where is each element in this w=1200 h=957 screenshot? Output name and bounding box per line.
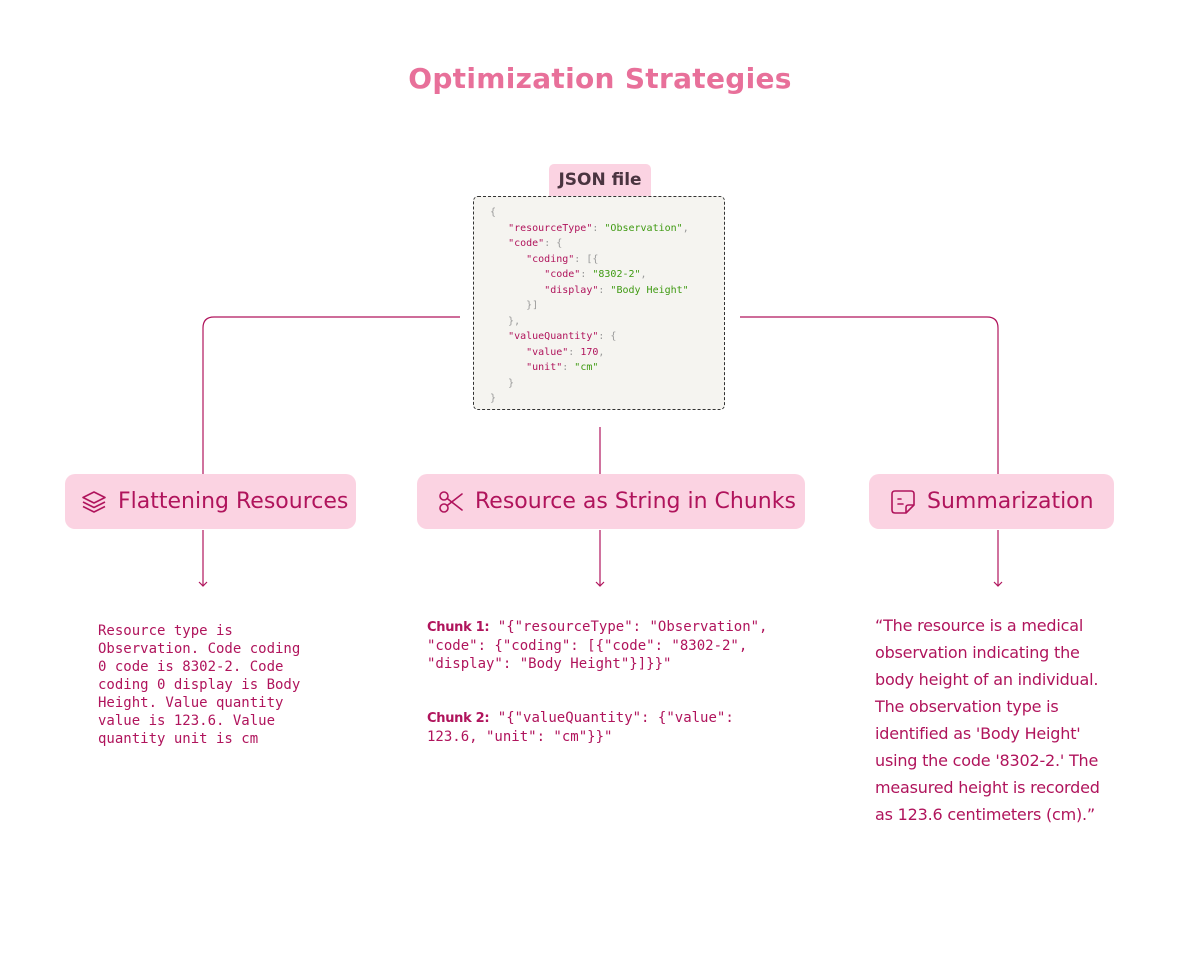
json-code-block: { "resourceType": "Observation", "code":… (473, 196, 725, 410)
flattening-output: Resource type is Observation. Code codin… (98, 623, 301, 747)
chunk-1-line1: "{"resourceType": "Observation", (497, 619, 768, 635)
scissors-icon (439, 490, 463, 513)
chunk-1: Chunk 1: "{"resourceType": "Observation"… (427, 618, 767, 673)
connector-right (740, 316, 999, 474)
layers-icon (82, 490, 106, 513)
strategy-card-flattening: Flattening Resources (65, 474, 356, 529)
json-file-label: JSON file (549, 164, 651, 196)
chunk-1-rest: "code": {"coding": [{"code": "8302-2", "… (427, 638, 748, 672)
chunk-1-label: Chunk 1: (427, 620, 490, 635)
strategy-card-summarization: Summarization (869, 474, 1114, 529)
strategy-card-chunks: Resource as String in Chunks (417, 474, 805, 529)
connector-left (202, 316, 460, 474)
strategy-label-chunks: Resource as String in Chunks (475, 489, 796, 514)
summarization-output: “The resource is a medical observation i… (875, 616, 1100, 824)
diagram-title: Optimization Strategies (408, 62, 792, 95)
note-icon (891, 489, 915, 514)
strategy-label-summarization: Summarization (927, 489, 1094, 514)
strategy-label-flattening: Flattening Resources (118, 489, 349, 514)
chunk-2-rest: 123.6, "unit": "cm"}}" (427, 729, 613, 745)
chunk-2: Chunk 2: "{"valueQuantity": {"value": 12… (427, 709, 734, 746)
chunk-2-line1: "{"valueQuantity": {"value": (497, 710, 734, 726)
chunk-2-label: Chunk 2: (427, 711, 490, 726)
